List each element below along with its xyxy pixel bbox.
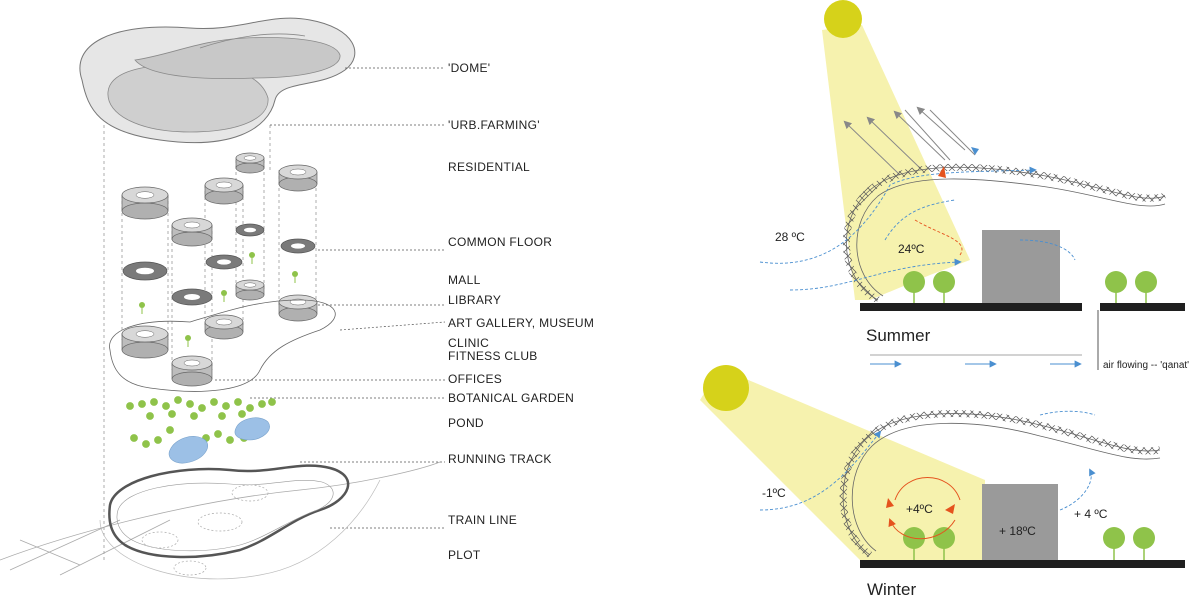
residential-tube [278,164,318,192]
offices-tube [171,355,213,387]
library-tube [278,294,318,322]
label-art-gallery: ART GALLERY, MUSEUM [448,316,594,330]
summer-inside-temp: 24ºC [898,242,925,256]
winter-title: Winter [867,580,916,599]
warm-arrow-icon [886,498,894,508]
arrowhead-icon [971,147,979,155]
winter-airflow [759,410,1096,511]
label-library: LIBRARY [448,293,501,307]
winter-sunbeam [700,368,985,560]
label-botanical: BOTANICAL GARDEN [448,391,574,405]
incoming-rays [904,109,976,161]
exploded-axonometric: 'DOME' 'URB.FARMING' RESIDENTIAL COMMON … [0,17,594,580]
common-floor-ring [235,223,265,237]
summer-building [982,230,1060,303]
summer-outside-temp: 28 ºC [775,230,805,244]
label-clinic: CLINIC [448,336,489,350]
reflected-rays [843,106,966,176]
library-tube [235,279,265,301]
summer-airflow [759,166,1076,291]
sun-icon [703,365,749,411]
summer-title: Summer [866,326,931,345]
floor-labels: 'DOME' 'URB.FARMING' RESIDENTIAL COMMON … [448,61,594,562]
label-offices: OFFICES [448,372,502,386]
botanical-garden-trees [126,396,276,448]
common-floor-ring [205,254,243,270]
warm-arrow-icon [945,504,955,514]
label-fitness: FITNESS CLUB [448,349,538,363]
residential-tube [204,177,244,205]
mall-plate [109,299,336,392]
winter-right-temp: + 4 ºC [1074,507,1108,521]
warm-arrow-icon [938,166,946,178]
dome-shape [79,17,356,144]
label-mall: MALL [448,273,481,287]
summer-ground [860,303,1082,311]
label-urb-farming: 'URB.FARMING' [448,118,540,132]
winter-section: -1ºC +4ºC + 18ºC + 4 ºC Winter [700,365,1185,599]
winter-ground [860,560,1185,568]
floating-trees [139,252,298,347]
residential-tube [121,186,169,220]
label-running-track: RUNNING TRACK [448,452,552,466]
summer-ground-right [1100,303,1185,311]
summer-section: 28 ºC 24ºC Summer air flowing -- 'qanat' [759,0,1189,371]
common-floor-ring [280,238,316,254]
qanat-label: air flowing -- 'qanat' [1103,360,1189,371]
pond-shape [234,417,270,441]
label-dome: 'DOME' [448,61,490,75]
winter-outside-temp: -1ºC [762,486,786,500]
winter-building [982,484,1058,560]
winter-building-temp: + 18ºC [999,524,1036,538]
floor-rings [109,152,336,392]
running-track-loop [108,464,350,559]
summer-sunbeam [822,25,970,300]
clinic-tube [121,325,169,359]
leader-lines [215,67,446,529]
label-pond: POND [448,416,484,430]
common-floor-ring [171,288,213,306]
residential-tube [171,217,213,247]
label-residential: RESIDENTIAL [448,160,530,174]
common-floor-ring [122,261,168,281]
art-gallery-tube [204,314,244,340]
label-common-floor: COMMON FLOOR [448,235,552,249]
site-plot [0,461,441,580]
winter-dome-temp: +4ºC [906,502,933,516]
sun-icon [824,0,862,38]
summer-trees [903,271,1157,303]
label-train-line: TRAIN LINE [448,513,517,527]
pond-shape [168,436,209,464]
residential-tube [235,152,265,174]
label-plot: PLOT [448,548,481,562]
winter-warm-loop [888,477,961,540]
